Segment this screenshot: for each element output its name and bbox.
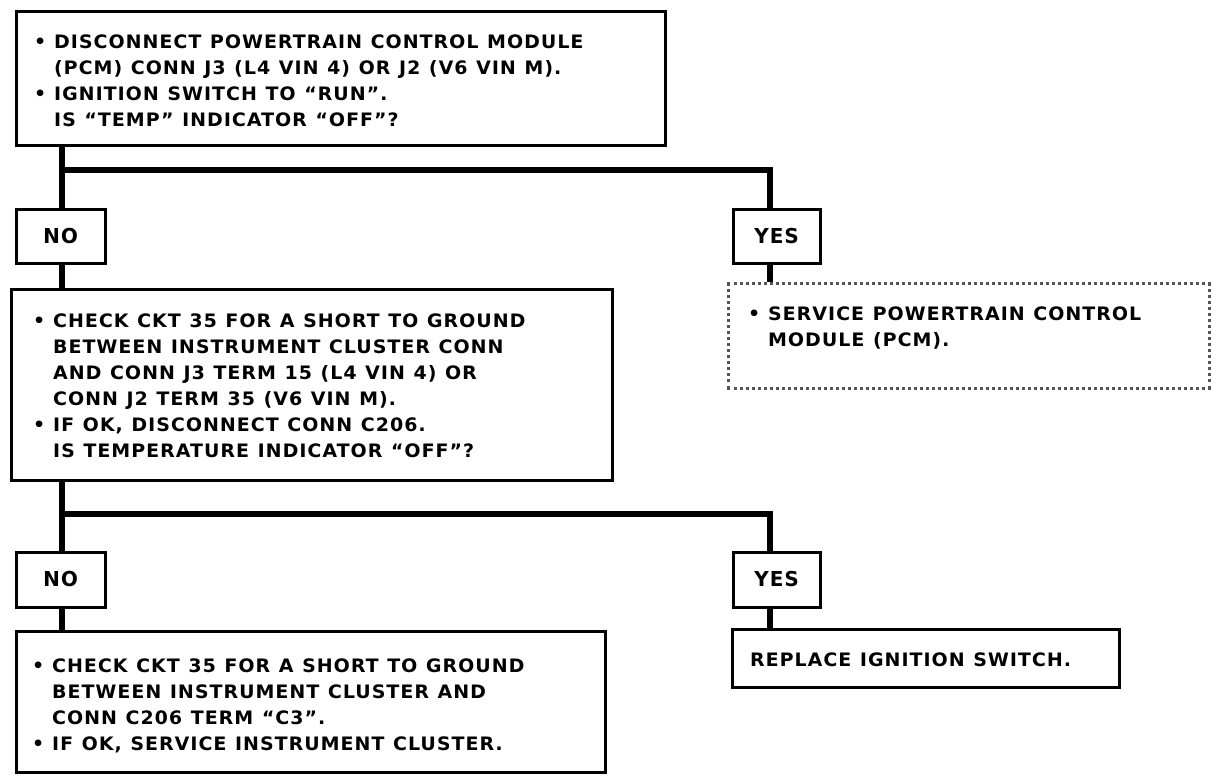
step2-line-2: BETWEEN INSTRUMENT CLUSTER CONN [53, 336, 505, 358]
step1-box: •DISCONNECT POWERTRAIN CONTROL MODULE (P… [15, 10, 667, 147]
service-pcm-line-1: •SERVICE POWERTRAIN CONTROL [748, 303, 1143, 325]
step1-line-2: (PCM) CONN J3 (L4 VIN 4) OR J2 (V6 VIN M… [54, 57, 563, 79]
step2-line-3: AND CONN J3 TERM 15 (L4 VIN 4) OR [53, 362, 478, 384]
step1-line-3: •IGNITION SWITCH TO “RUN”. [34, 83, 389, 105]
check-cluster-line-3: CONN C206 TERM “C3”. [52, 707, 327, 729]
yes-label-1: YES [732, 208, 822, 265]
check-cluster-line-1: •CHECK CKT 35 FOR A SHORT TO GROUND [32, 655, 526, 677]
step1-line-1: •DISCONNECT POWERTRAIN CONTROL MODULE [34, 31, 585, 53]
replace-ignition-switch-box: REPLACE IGNITION SWITCH. [731, 628, 1121, 689]
step2-line-1: •CHECK CKT 35 FOR A SHORT TO GROUND [33, 310, 527, 332]
step1-line-4: IS “TEMP” INDICATOR “OFF”? [54, 109, 400, 131]
no-label-1: NO [15, 208, 107, 265]
check-cluster-box: •CHECK CKT 35 FOR A SHORT TO GROUND BETW… [15, 630, 607, 774]
step2-line-6: IS TEMPERATURE INDICATOR “OFF”? [53, 440, 476, 462]
check-cluster-line-4: •IF OK, SERVICE INSTRUMENT CLUSTER. [32, 733, 504, 755]
service-pcm-line-2: MODULE (PCM). [768, 329, 951, 351]
step2-line-5: •IF OK, DISCONNECT CONN C206. [33, 414, 427, 436]
no-label-2: NO [15, 551, 107, 609]
step2-box: •CHECK CKT 35 FOR A SHORT TO GROUND BETW… [10, 288, 614, 482]
check-cluster-line-2: BETWEEN INSTRUMENT CLUSTER AND [52, 681, 487, 703]
yes-label-2: YES [732, 551, 822, 609]
step2-line-4: CONN J2 TERM 35 (V6 VIN M). [53, 388, 397, 410]
service-pcm-box: •SERVICE POWERTRAIN CONTROL MODULE (PCM)… [727, 282, 1211, 390]
